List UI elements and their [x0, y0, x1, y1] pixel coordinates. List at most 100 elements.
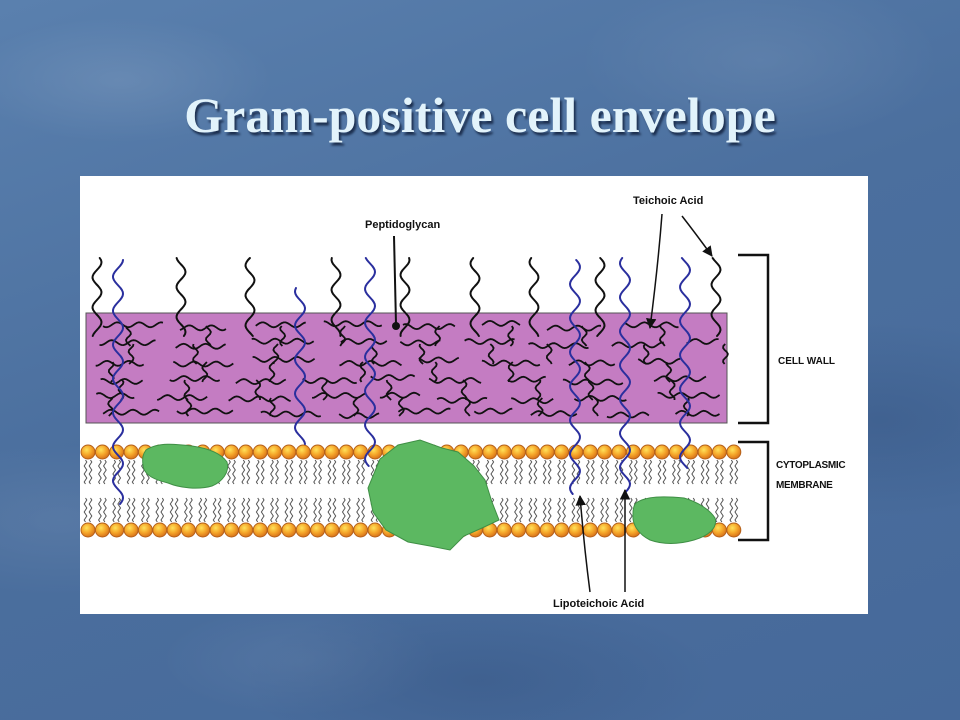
lipid-head-inner: [94, 522, 110, 538]
peptidoglycan-crosslink: [464, 397, 471, 417]
peptidoglycan-strand: [99, 339, 156, 347]
lipid-head-outer: [109, 444, 125, 460]
lipid-tail-outer: [275, 459, 279, 485]
peptidoglycan-strand: [428, 376, 482, 384]
peptidoglycan-crosslink: [583, 361, 591, 383]
lipid-tail-outer: [533, 459, 538, 485]
teichoic-acid-chains: [91, 257, 722, 337]
peptidoglycan-crosslink: [418, 343, 426, 365]
lipid-head-inner: [80, 522, 96, 538]
peptidoglycan-crosslink: [507, 325, 514, 347]
peptidoglycan-strand: [169, 375, 221, 382]
lipid-head-outer: [597, 444, 613, 460]
lipid-head-outer: [252, 444, 268, 460]
lipid-head-inner: [166, 522, 182, 538]
lipid-tail-outer: [284, 459, 289, 485]
lipid-tail-inner: [227, 497, 231, 523]
lipid-tail-outer: [346, 459, 351, 485]
lipid-tail-outer: [241, 459, 246, 485]
lipid-head-inner: [180, 522, 196, 538]
lipid-tail-inner: [88, 497, 93, 523]
peptidoglycan-strand: [568, 359, 616, 367]
lipid-head-outer: [281, 444, 297, 460]
lipid-head-outer: [267, 444, 282, 460]
lipid-tail-outer: [103, 459, 107, 485]
lipid-tail-inner: [341, 497, 346, 523]
lipid-tail-inner: [217, 497, 222, 523]
peptidoglycan-strand: [228, 395, 291, 403]
peptidoglycan-strand: [511, 397, 554, 405]
peptidoglycan-strand: [637, 357, 681, 365]
peptidoglycan-strand: [481, 319, 521, 327]
lipoteichoic-acid-label: Lipoteichoic Acid: [553, 598, 644, 610]
peptidoglycan-crosslink: [185, 397, 193, 417]
peptidoglycan-strand: [402, 323, 456, 331]
peptidoglycan-crosslink: [545, 343, 553, 365]
peptidoglycan-crosslink: [339, 325, 347, 347]
lipid-tail-inner: [160, 497, 165, 523]
lipid-head-inner: [123, 522, 139, 538]
lipid-head-outer: [238, 444, 254, 460]
lipid-head-inner: [539, 522, 555, 538]
membrane-bracket: [738, 440, 770, 542]
membrane-label-line1: CYTOPLASMIC: [776, 460, 845, 471]
lipid-head-outer: [697, 444, 713, 460]
lipid-tail-outer: [356, 459, 360, 485]
lipid-tail-inner: [614, 497, 619, 523]
lipid-tail-outer: [227, 459, 231, 485]
peptidoglycan-strand: [473, 407, 513, 415]
lipid-tail-inner: [313, 497, 317, 523]
peptidoglycan-strand: [573, 394, 627, 402]
lipid-tail-outer: [519, 459, 523, 485]
teichoic-acid-chain: [710, 257, 722, 337]
peptidoglycan-strand: [255, 321, 306, 329]
lipid-tail-inner: [212, 497, 217, 523]
lipid-tail-inner: [131, 497, 136, 523]
peptidoglycan-crosslink: [430, 361, 438, 383]
lipid-tail-outer: [562, 459, 566, 485]
lipid-head-inner: [568, 522, 584, 538]
lipid-head-outer: [726, 444, 742, 460]
peptidoglycan-strand: [339, 359, 402, 367]
peptidoglycan-crosslink: [507, 361, 515, 383]
peptidoglycan-crosslink: [107, 397, 115, 417]
teichoic-acid-arrow-1: [646, 213, 663, 330]
lipid-tail-inner: [729, 497, 734, 523]
cell-envelope-diagram: Peptidoglycan Teichoic Acid Lipoteichoic…: [80, 195, 846, 610]
lipid-tail-outer: [643, 459, 648, 485]
membrane-protein-large: [367, 439, 500, 551]
lipid-head-outer: [310, 444, 326, 460]
lipid-head-inner: [338, 522, 354, 538]
peptidoglycan-crosslink: [536, 397, 544, 417]
lipid-head-outer: [224, 444, 239, 460]
peptidoglycan-strand: [674, 409, 720, 417]
lipid-tail-outer: [686, 459, 691, 485]
peptidoglycan-crosslink: [320, 379, 328, 401]
lipid-tail-outer: [289, 459, 294, 485]
lipid-tail-inner: [169, 497, 174, 523]
lipid-head-inner: [209, 522, 225, 538]
teichoic-acid-chain: [528, 257, 540, 337]
lipid-head-inner: [195, 522, 211, 538]
teichoic-acid-chain: [91, 257, 103, 337]
lipid-head-outer: [582, 444, 598, 460]
teichoic-acid-chain: [469, 257, 481, 337]
peptidoglycan-strand: [653, 375, 707, 383]
membrane-label-line2: MEMBRANE: [776, 480, 833, 491]
lipid-head-outer: [611, 444, 627, 460]
lipid-tail-outer: [614, 459, 619, 485]
lipid-tail-outer: [98, 459, 102, 485]
lipid-tail-outer: [633, 459, 638, 485]
lipid-tail-outer: [600, 459, 604, 485]
lipid-tail-outer: [303, 459, 308, 485]
lipid-head-outer: [123, 444, 139, 460]
peptidoglycan-strand: [611, 341, 664, 349]
lipid-head-outer: [468, 444, 483, 460]
lipid-head-inner: [238, 522, 254, 538]
lipid-tail-outer: [700, 459, 705, 485]
lipid-head-inner: [611, 522, 627, 538]
peptidoglycan-strand: [252, 355, 316, 363]
teichoic-acid-chain: [399, 257, 411, 337]
lipid-tail-inner: [605, 497, 609, 523]
lipid-tail-outer: [590, 459, 595, 485]
